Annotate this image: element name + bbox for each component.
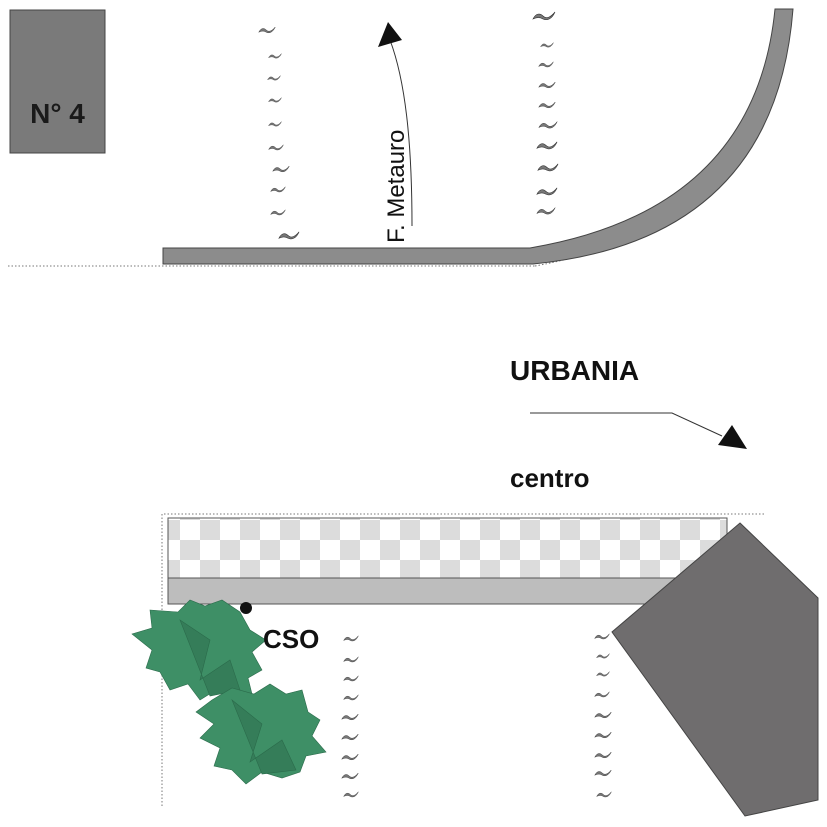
- structure-box-4: [9, 9, 106, 154]
- water-wave-icon-column-top-left: [258, 26, 300, 240]
- bank-wall-bottom: [167, 577, 699, 605]
- cso-label: CSO: [263, 624, 320, 654]
- town-direction-arrow: [530, 412, 723, 437]
- direction-label: centro: [510, 463, 590, 493]
- town-direction-arrowhead-icon: [718, 425, 747, 449]
- river-name-label: F. Metauro: [383, 129, 410, 243]
- tree-clump-icon-upper: [131, 599, 267, 701]
- town-name-label: URBANIA: [510, 355, 640, 386]
- tree-clump-icon-lower: [195, 683, 327, 785]
- water-wave-icon-column-bottom-left: [341, 635, 359, 798]
- box-number-label: N° 4: [30, 98, 85, 129]
- river-flow-arrow: [389, 39, 413, 227]
- water-wave-icon-column-bottom-right: [594, 633, 612, 798]
- water-wave-icon-column-top-right: [532, 11, 559, 215]
- checkered-road: [167, 517, 728, 579]
- river-flow-arrowhead-icon: [378, 22, 402, 47]
- site-dotted-outline-bottom: [161, 513, 765, 806]
- building-block: [611, 522, 819, 817]
- cso-point-icon: [240, 602, 252, 614]
- bank-wall-top: [162, 8, 794, 265]
